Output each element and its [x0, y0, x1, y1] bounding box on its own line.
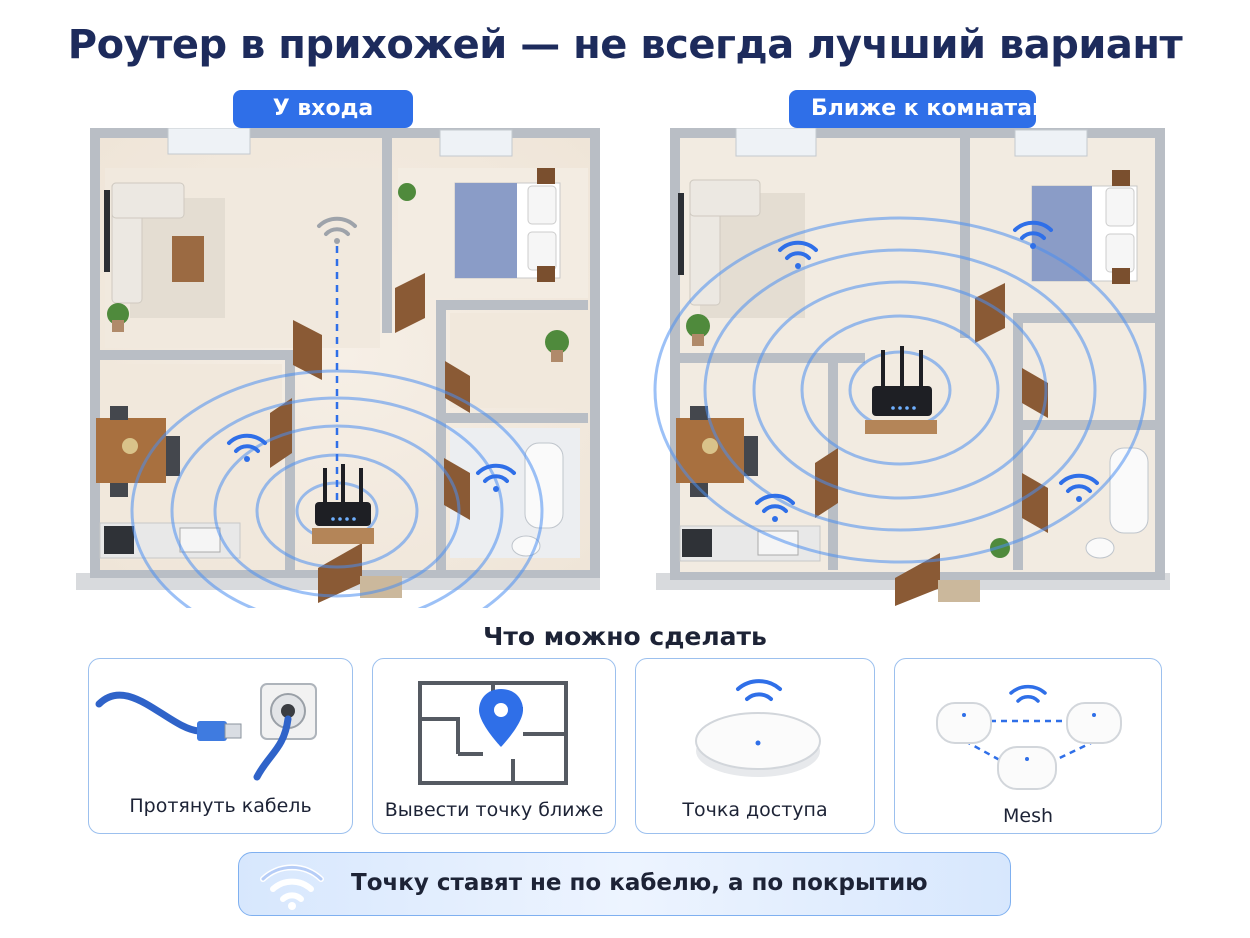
card-closer-label: Вывести точку ближе: [384, 799, 604, 821]
floorplan-pin-icon: [418, 681, 568, 785]
wifi-icon: [1013, 220, 1053, 249]
banner-text: Точку ставят не по кабелю, а по покрытию: [351, 870, 928, 896]
plan-label-rooms: Ближе к комнатам: [789, 90, 1050, 128]
wifi-icon: [1059, 473, 1099, 502]
section-title: Что можно сделать: [483, 622, 767, 651]
floor-plan-entrance: [76, 128, 600, 608]
wifi-icon: [476, 463, 516, 492]
mesh-nodes-icon: [936, 685, 1122, 790]
wifi-icon: [260, 864, 324, 910]
floor-plan-rooms: [653, 128, 1170, 606]
plan-label-entrance: У входа: [233, 90, 413, 128]
wifi-icon: [317, 216, 357, 244]
ethernet-cable-icon: [95, 683, 317, 781]
card-access-point-label: Точка доступа: [682, 799, 828, 821]
wifi-icon: [778, 240, 818, 269]
card-mesh: Mesh: [894, 658, 1162, 834]
bottom-banner: Точку ставят не по кабелю, а по покрытию: [238, 852, 1011, 916]
wifi-icon: [755, 493, 795, 522]
access-point-icon: [695, 679, 821, 777]
card-access-point: Точка доступа: [635, 658, 875, 834]
wifi-icon: [227, 433, 267, 462]
card-closer: Вывести точку ближе: [372, 658, 616, 834]
card-cable-label: Протянуть кабель: [129, 795, 312, 817]
card-mesh-label: Mesh: [1002, 805, 1054, 827]
card-cable: Протянуть кабель: [88, 658, 353, 834]
page-title: Роутер в прихожей — не всегда лучший вар…: [67, 22, 1183, 68]
